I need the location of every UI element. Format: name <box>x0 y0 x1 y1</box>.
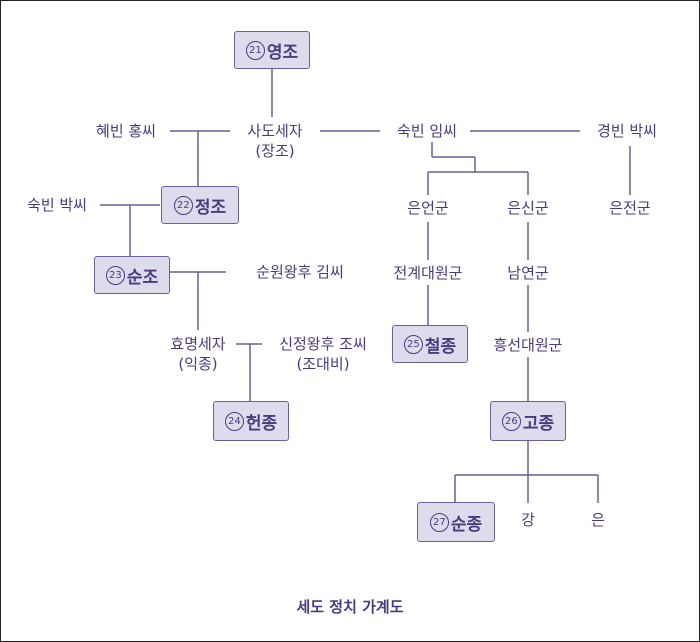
person-name: 남연군 <box>507 264 549 282</box>
king-box-yeongjo: 21 영조 <box>234 31 310 69</box>
diagram-caption: 세도 정치 가계도 <box>296 598 404 616</box>
person-name: 숙빈 임씨 <box>397 122 457 140</box>
person-name: 숙빈 박씨 <box>27 196 87 214</box>
person-sunwon: 순원왕후 김씨 <box>228 262 372 282</box>
person-name: 은언군 <box>407 199 449 217</box>
king-name: 순조 <box>126 267 159 288</box>
person-name: 흥선대원군 <box>493 336 563 354</box>
king-name: 정조 <box>194 197 227 218</box>
person-sinjeong: 신정왕후 조씨 (조대비) <box>262 334 384 374</box>
person-eunsin: 은신군 <box>498 198 558 218</box>
king-name: 철종 <box>424 336 457 357</box>
person-namyeon: 남연군 <box>498 263 558 283</box>
person-hyebin: 혜빈 홍씨 <box>84 121 168 141</box>
person-gyeongbin: 경빈 박씨 <box>584 121 670 141</box>
person-euneon: 은언군 <box>398 198 458 218</box>
king-number: 26 <box>501 411 521 431</box>
person-subin: 숙빈 박씨 <box>14 195 100 215</box>
king-number: 22 <box>173 195 193 215</box>
person-sado: 사도세자 (장조) <box>230 121 320 161</box>
person-name: 사도세자 <box>247 122 303 140</box>
person-eunjeon: 은전군 <box>600 198 660 218</box>
person-name: 은전군 <box>609 199 651 217</box>
king-number: 25 <box>403 334 423 354</box>
king-box-heonjong: 24 헌종 <box>213 401 289 441</box>
person-subtitle: (조대비) <box>296 355 350 373</box>
person-name: 전계대원군 <box>393 264 463 282</box>
person-sukbin-im: 숙빈 임씨 <box>384 121 470 141</box>
person-name: 혜빈 홍씨 <box>96 122 156 140</box>
king-number: 21 <box>245 40 265 60</box>
person-name: 강 <box>521 511 535 529</box>
king-number: 27 <box>429 512 449 532</box>
king-box-gojong: 26 고종 <box>490 401 566 441</box>
king-name: 영조 <box>266 42 299 63</box>
king-box-sunjong: 27 순종 <box>417 502 495 542</box>
king-name: 고종 <box>522 413 555 434</box>
person-eun: 은 <box>583 510 613 530</box>
person-subtitle: (익종) <box>178 355 218 373</box>
king-box-sunjo: 23 순조 <box>94 256 170 294</box>
person-heungseon: 흥선대원군 <box>478 335 578 355</box>
person-name: 경빈 박씨 <box>597 122 657 140</box>
person-subtitle: (장조) <box>255 142 295 160</box>
king-number: 24 <box>224 411 244 431</box>
person-name: 신정왕후 조씨 <box>279 335 367 353</box>
person-hyomyeong: 효명세자 (익종) <box>158 334 238 374</box>
king-name: 순종 <box>450 514 483 535</box>
person-name: 순원왕후 김씨 <box>256 263 344 281</box>
person-name: 은신군 <box>507 199 549 217</box>
king-box-jeongjo: 22 정조 <box>161 186 239 224</box>
person-gang: 강 <box>513 510 543 530</box>
king-box-cheoljong: 25 철종 <box>392 325 468 363</box>
king-number: 23 <box>105 265 125 285</box>
king-name: 헌종 <box>245 413 278 434</box>
person-jeongye: 전계대원군 <box>378 263 478 283</box>
person-name: 효명세자 <box>170 335 226 353</box>
person-name: 은 <box>591 511 605 529</box>
